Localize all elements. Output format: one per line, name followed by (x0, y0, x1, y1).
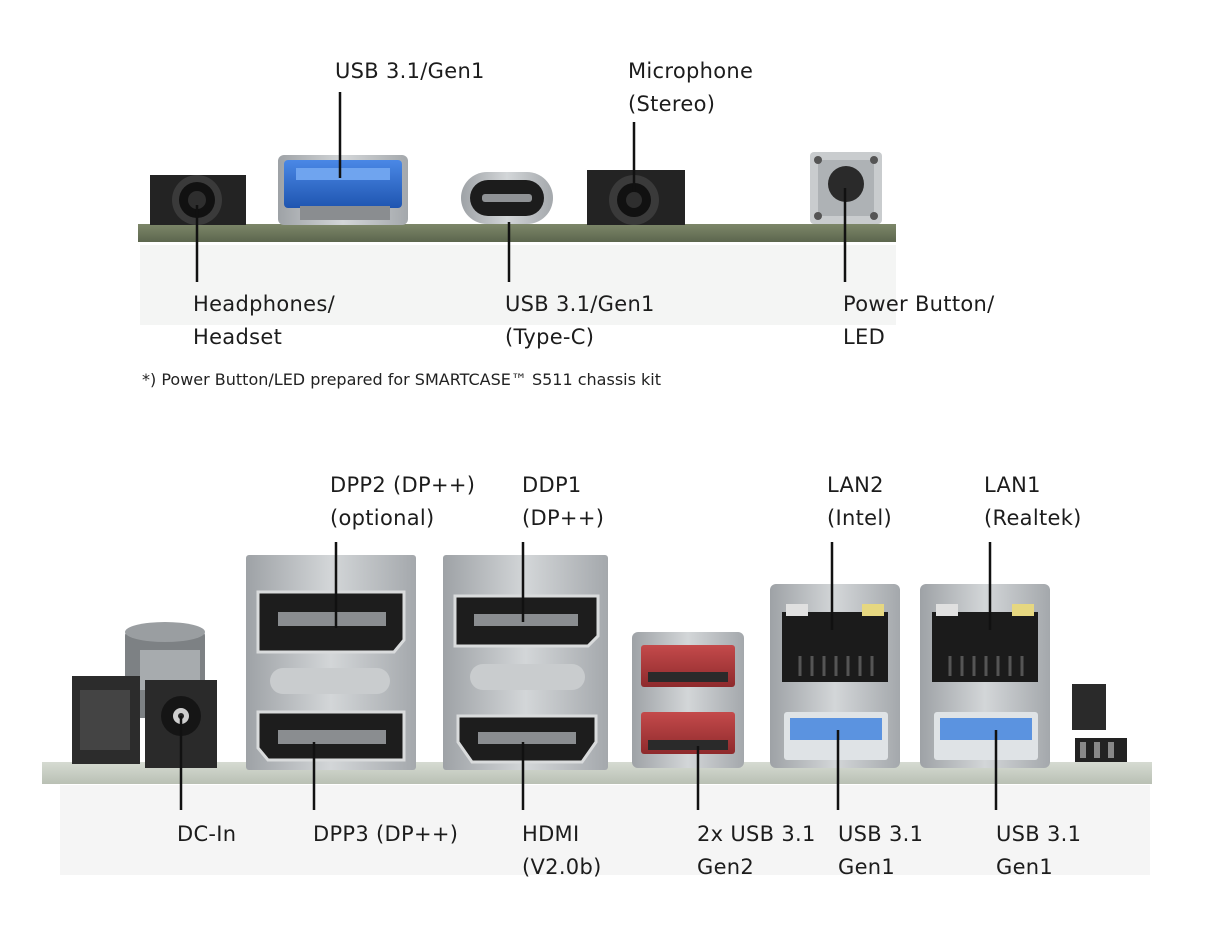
label-dcin-text: DC-In (177, 822, 237, 846)
bottom-board (42, 555, 1152, 875)
small-header-right (1072, 684, 1127, 762)
label-headphones: Headphones/ Headset (193, 288, 335, 354)
lan1-usb-stack (920, 584, 1050, 768)
label-usb-lan1-line2: Gen1 (996, 855, 1054, 879)
usb-a-port-blue (278, 155, 408, 225)
bottom-board-reflection (60, 785, 1150, 875)
top-board (138, 152, 896, 325)
label-ddp1-line1: DDP1 (522, 473, 582, 497)
displayport-stack-left (246, 555, 416, 770)
label-microphone: Microphone (Stereo) (628, 55, 753, 121)
label-usb-a-top-text: USB 3.1/Gen1 (335, 59, 485, 83)
label-hdmi-line2: (V2.0b) (522, 855, 602, 879)
top-board-reflection (140, 245, 896, 325)
headphone-jack (150, 175, 246, 225)
usb-gen2-stack (632, 632, 744, 768)
label-usb-lan1-line1: USB 3.1 (996, 822, 1082, 846)
label-ddp1: DDP1 (DP++) (522, 469, 604, 535)
label-dpp2-line1: DPP2 (DP++) (330, 473, 476, 497)
label-usb-gen2-line1: 2x USB 3.1 (697, 822, 816, 846)
small-header-left (72, 676, 140, 764)
label-power-button: Power Button/ LED (843, 288, 994, 354)
label-power-line1: Power Button/ (843, 292, 995, 316)
lan2-usb-stack (770, 584, 900, 768)
label-ddp1-line2: (DP++) (522, 506, 605, 530)
displayport-hdmi-stack (443, 555, 608, 770)
label-power-line2: LED (843, 325, 886, 349)
label-usb-gen2: 2x USB 3.1 Gen2 (697, 818, 816, 884)
label-usb-lan2-line1: USB 3.1 (838, 822, 924, 846)
label-lan2: LAN2 (Intel) (827, 469, 892, 535)
label-lan1: LAN1 (Realtek) (984, 469, 1082, 535)
label-lan2-line2: (Intel) (827, 506, 892, 530)
label-microphone-line2: (Stereo) (628, 92, 716, 116)
label-usb-lan1: USB 3.1 Gen1 (996, 818, 1081, 884)
top-pcb (138, 224, 896, 242)
microphone-jack (587, 170, 685, 225)
label-hdmi-line1: HDMI (522, 822, 580, 846)
label-lan2-line1: LAN2 (827, 473, 884, 497)
label-dpp2: DPP2 (DP++) (optional) (330, 469, 475, 535)
label-usb-a-top: USB 3.1/Gen1 (335, 55, 485, 88)
bottom-callout-lines (179, 542, 998, 810)
label-usb-c-line1: USB 3.1/Gen1 (505, 292, 655, 316)
label-microphone-line1: Microphone (628, 59, 754, 83)
label-dpp3-text: DPP3 (DP++) (313, 822, 459, 846)
footnote: *) Power Button/LED prepared for SMARTCA… (142, 370, 661, 389)
label-lan1-line1: LAN1 (984, 473, 1041, 497)
label-dpp3: DPP3 (DP++) (313, 818, 458, 851)
label-dpp2-line2: (optional) (330, 506, 435, 530)
label-usb-c-line2: (Type-C) (505, 325, 595, 349)
top-callout-lines (195, 92, 847, 282)
label-headphones-line1: Headphones/ (193, 292, 335, 316)
label-hdmi: HDMI (V2.0b) (522, 818, 602, 884)
usb-c-port (461, 172, 553, 224)
label-dcin: DC-In (177, 818, 236, 851)
label-usb-c: USB 3.1/Gen1 (Type-C) (505, 288, 655, 354)
label-lan1-line2: (Realtek) (984, 506, 1082, 530)
label-usb-lan2-line2: Gen1 (838, 855, 896, 879)
label-usb-lan2: USB 3.1 Gen1 (838, 818, 923, 884)
label-usb-gen2-line2: Gen2 (697, 855, 755, 879)
label-headphones-line2: Headset (193, 325, 283, 349)
